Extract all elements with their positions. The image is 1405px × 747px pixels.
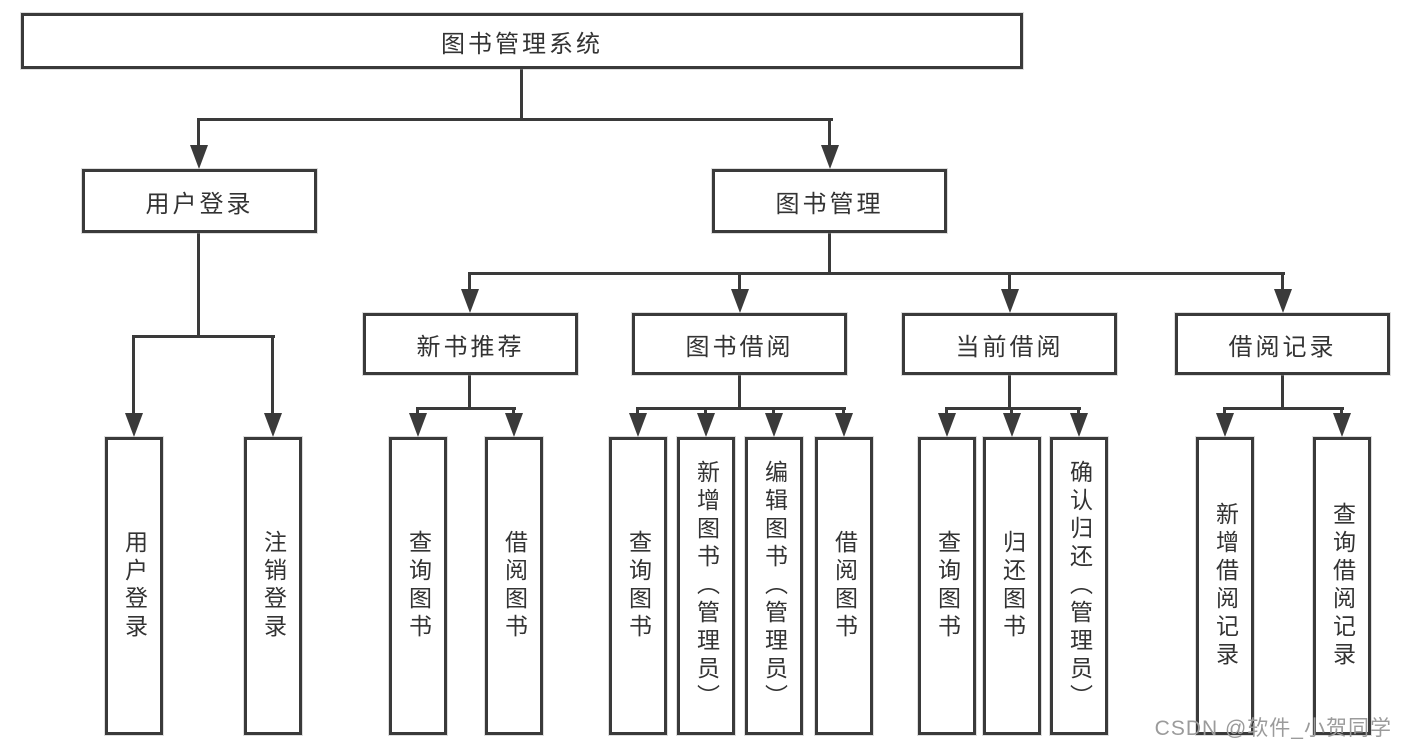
csdn-watermark: CSDN @软件_小贺同学 <box>1154 717 1392 740</box>
leaf-label: 新增图书（管理员） <box>693 460 720 712</box>
connector-line <box>945 407 1081 410</box>
leaf-confirm-return-admin: 确认归还（管理员） <box>1050 437 1108 735</box>
connector-line <box>468 272 471 291</box>
leaf-add-books-admin: 新增图书（管理员） <box>677 437 735 735</box>
arrowhead-down-icon <box>461 289 479 313</box>
connector-line <box>842 407 845 415</box>
connector-line <box>636 407 639 415</box>
node-book-borrow-label: 图书借阅 <box>685 333 794 361</box>
leaf-query-books-recommend: 查询图书 <box>389 437 447 735</box>
connector-line <box>520 69 523 118</box>
arrowhead-down-icon <box>125 413 143 437</box>
leaf-label: 查询图书 <box>405 530 432 642</box>
arrowhead-down-icon <box>1216 413 1234 437</box>
leaf-label: 新增借阅记录 <box>1212 502 1239 670</box>
connector-line <box>197 118 200 147</box>
node-current-borrow-label: 当前借阅 <box>955 333 1064 361</box>
arrowhead-down-icon <box>1003 413 1021 437</box>
arrowhead-down-icon <box>409 413 427 437</box>
connector-line <box>416 407 516 410</box>
node-borrow-records-label: 借阅记录 <box>1228 333 1337 361</box>
connector-line <box>197 118 833 121</box>
arrowhead-down-icon <box>938 413 956 437</box>
node-borrow-records: 借阅记录 <box>1175 313 1390 375</box>
arrowhead-down-icon <box>731 289 749 313</box>
leaf-label: 查询图书 <box>625 530 652 642</box>
leaf-query-books-borrow: 查询图书 <box>609 437 667 735</box>
connector-line <box>772 407 775 415</box>
connector-line <box>416 407 419 415</box>
connector-line <box>468 375 471 409</box>
connector-line <box>738 272 741 291</box>
connector-line <box>197 233 200 335</box>
leaf-user-login: 用户登录 <box>105 437 163 735</box>
leaf-borrow-books: 借阅图书 <box>815 437 873 735</box>
connector-line <box>1077 407 1080 415</box>
connector-line <box>738 375 741 409</box>
connector-line <box>1010 407 1013 415</box>
arrowhead-down-icon <box>190 145 208 169</box>
leaf-label: 编辑图书（管理员） <box>761 460 788 712</box>
node-book-management: 图书管理 <box>712 169 947 233</box>
connector-line <box>132 335 135 415</box>
arrowhead-down-icon <box>835 413 853 437</box>
node-new-book-recommend: 新书推荐 <box>363 313 578 375</box>
connector-line <box>271 335 274 415</box>
arrowhead-down-icon <box>821 145 839 169</box>
connector-line <box>512 407 515 415</box>
arrowhead-down-icon <box>629 413 647 437</box>
leaf-label: 查询图书 <box>934 530 961 642</box>
leaf-logout: 注销登录 <box>244 437 302 735</box>
arrowhead-down-icon <box>1333 413 1351 437</box>
connector-line <box>1223 407 1344 410</box>
arrowhead-down-icon <box>1001 289 1019 313</box>
connector-line <box>1008 272 1011 291</box>
leaf-return-books: 归还图书 <box>983 437 1041 735</box>
connector-line <box>1223 407 1226 415</box>
node-book-borrow: 图书借阅 <box>632 313 847 375</box>
leaf-label: 查询借阅记录 <box>1329 502 1356 670</box>
connector-line <box>1281 272 1284 291</box>
arrowhead-down-icon <box>1274 289 1292 313</box>
node-user-login-label: 用户登录 <box>145 190 254 218</box>
leaf-label: 借阅图书 <box>501 530 528 642</box>
leaf-borrow-books-recommend: 借阅图书 <box>485 437 543 735</box>
leaf-query-books-current: 查询图书 <box>918 437 976 735</box>
leaf-label: 借阅图书 <box>831 530 858 642</box>
arrowhead-down-icon <box>1070 413 1088 437</box>
node-new-book-recommend-label: 新书推荐 <box>416 333 525 361</box>
connector-line <box>132 335 275 338</box>
connector-line <box>1281 375 1284 409</box>
leaf-label: 确认归还（管理员） <box>1066 460 1093 712</box>
node-user-login: 用户登录 <box>82 169 317 233</box>
leaf-label: 归还图书 <box>999 530 1026 642</box>
connector-line <box>636 407 846 410</box>
arrowhead-down-icon <box>765 413 783 437</box>
node-book-management-label: 图书管理 <box>775 190 884 218</box>
connector-line <box>828 233 831 274</box>
connector-line <box>1340 407 1343 415</box>
connector-line <box>945 407 948 415</box>
arrowhead-down-icon <box>697 413 715 437</box>
leaf-add-borrow-record: 新增借阅记录 <box>1196 437 1254 735</box>
connector-line <box>1008 375 1011 409</box>
node-root: 图书管理系统 <box>21 13 1023 69</box>
leaf-label: 用户登录 <box>121 530 148 642</box>
node-current-borrow: 当前借阅 <box>902 313 1117 375</box>
leaf-label: 注销登录 <box>260 530 287 642</box>
connector-line <box>828 118 831 147</box>
arrowhead-down-icon <box>264 413 282 437</box>
connector-line <box>704 407 707 415</box>
node-root-label: 图书管理系统 <box>441 30 603 58</box>
arrowhead-down-icon <box>505 413 523 437</box>
leaf-edit-books-admin: 编辑图书（管理员） <box>745 437 803 735</box>
leaf-query-borrow-record: 查询借阅记录 <box>1313 437 1371 735</box>
connector-line <box>468 272 1285 275</box>
